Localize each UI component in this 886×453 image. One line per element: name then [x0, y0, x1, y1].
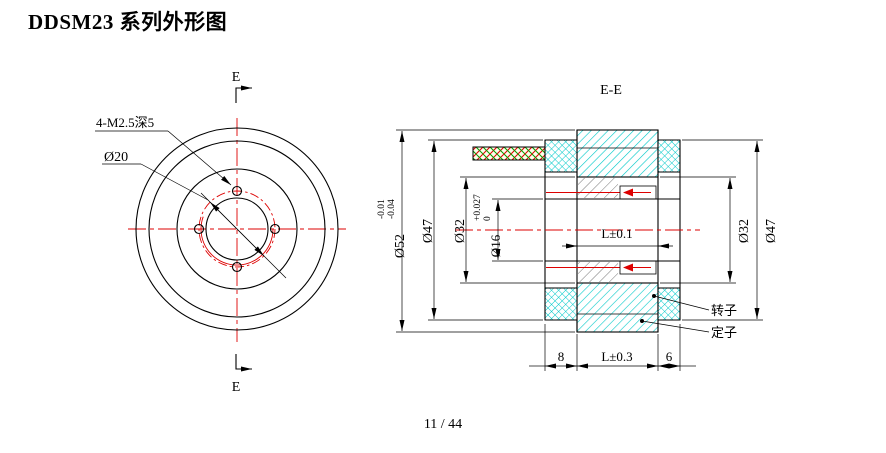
- dim-dia32-right-value: Ø32: [737, 219, 752, 243]
- dim-dia32-right: Ø32: [660, 176, 752, 284]
- bolt-circle-diameter-arrows: [209, 201, 265, 257]
- dim-width-left-value: 8: [558, 349, 565, 364]
- mount-hole-left: [193, 223, 205, 235]
- left-cap-bottom: [544, 287, 578, 321]
- part-labels: 转子 定子: [640, 294, 737, 340]
- holes-callout-leader: [167, 130, 232, 186]
- right-cap-bottom: [657, 287, 681, 321]
- front-outer-circle: [135, 127, 339, 331]
- dim-dia47-right-value: Ø47: [764, 219, 779, 243]
- front-second-circle: [148, 140, 326, 318]
- dim-dia47-left-value: Ø47: [421, 219, 436, 243]
- dim-dia52-tol-upper: -0.01: [377, 199, 387, 219]
- mount-hole-bottom: [231, 261, 243, 273]
- rotor-leader-dot: [652, 294, 656, 298]
- dim-dia32-left-value: Ø32: [453, 219, 468, 243]
- front-rotor-circle: [176, 168, 298, 290]
- core-hatch-top: [578, 178, 618, 198]
- set-screw-bottom: [619, 260, 657, 275]
- dim-dia16-value: Ø16: [488, 234, 503, 257]
- set-screw-top: [619, 185, 657, 200]
- dim-dia16-tol-lower: 0: [483, 216, 493, 221]
- section-view-title: E-E: [600, 83, 622, 98]
- housing-block-top: [576, 129, 659, 178]
- dim-width-center-value: L±0.3: [601, 349, 632, 364]
- dim-width-right-value: 6: [666, 349, 673, 364]
- front-bore-circle: [205, 197, 269, 261]
- bolt-circle-callout-leader: [140, 163, 209, 201]
- section-view: E-E: [455, 83, 700, 333]
- rotor-label: 转子: [711, 303, 737, 318]
- stator-label: 定子: [711, 325, 737, 340]
- dim-dia32-left: Ø32: [453, 176, 575, 284]
- thread-arc: [200, 216, 274, 266]
- housing-block-bottom: [576, 282, 659, 333]
- wire-bundle: [472, 146, 546, 161]
- section-marker-bottom: [235, 354, 252, 372]
- dim-length-inner: L±0.1: [562, 226, 673, 249]
- set-screw-top-tip: [623, 188, 633, 197]
- left-cap-top: [544, 139, 578, 173]
- holes-callout: 4-M2.5深5: [96, 115, 154, 130]
- mount-hole-top: [231, 185, 243, 197]
- dimensions: Ø52 -0.01 -0.04 Ø47 Ø32: [377, 129, 779, 371]
- mount-hole-right: [269, 223, 281, 235]
- dim-dia16-tol-upper: +0.027: [473, 194, 483, 221]
- bolt-circle-callout: Ø20: [104, 150, 128, 165]
- set-screw-bottom-tip: [623, 263, 633, 272]
- dim-dia47-left: Ø47: [421, 139, 543, 321]
- front-view: 4-M2.5深5 Ø20 E E: [95, 70, 346, 395]
- section-marker-label-top: E: [232, 70, 241, 85]
- dim-bottom-widths: 8 L±0.3 6: [529, 324, 696, 371]
- section-marker-top: [235, 85, 252, 103]
- dim-dia52: Ø52 -0.01 -0.04: [377, 129, 575, 333]
- dim-dia52-value: Ø52: [393, 234, 408, 258]
- dim-dia16: Ø16 +0.027 0: [473, 194, 543, 262]
- page-title: DDSM23 系列外形图: [28, 10, 228, 34]
- stator-leader-dot: [640, 319, 644, 323]
- section-marker-label-bottom: E: [232, 380, 241, 395]
- dim-dia52-tol-lower: -0.04: [387, 199, 397, 219]
- core-hatch-bottom: [578, 262, 618, 282]
- right-cap-top: [657, 139, 681, 173]
- dim-length-inner-value: L±0.1: [601, 226, 632, 241]
- page-number: 11 / 44: [423, 417, 463, 432]
- dim-dia47-right: Ø47: [682, 139, 779, 321]
- bolt-circle: [198, 190, 276, 268]
